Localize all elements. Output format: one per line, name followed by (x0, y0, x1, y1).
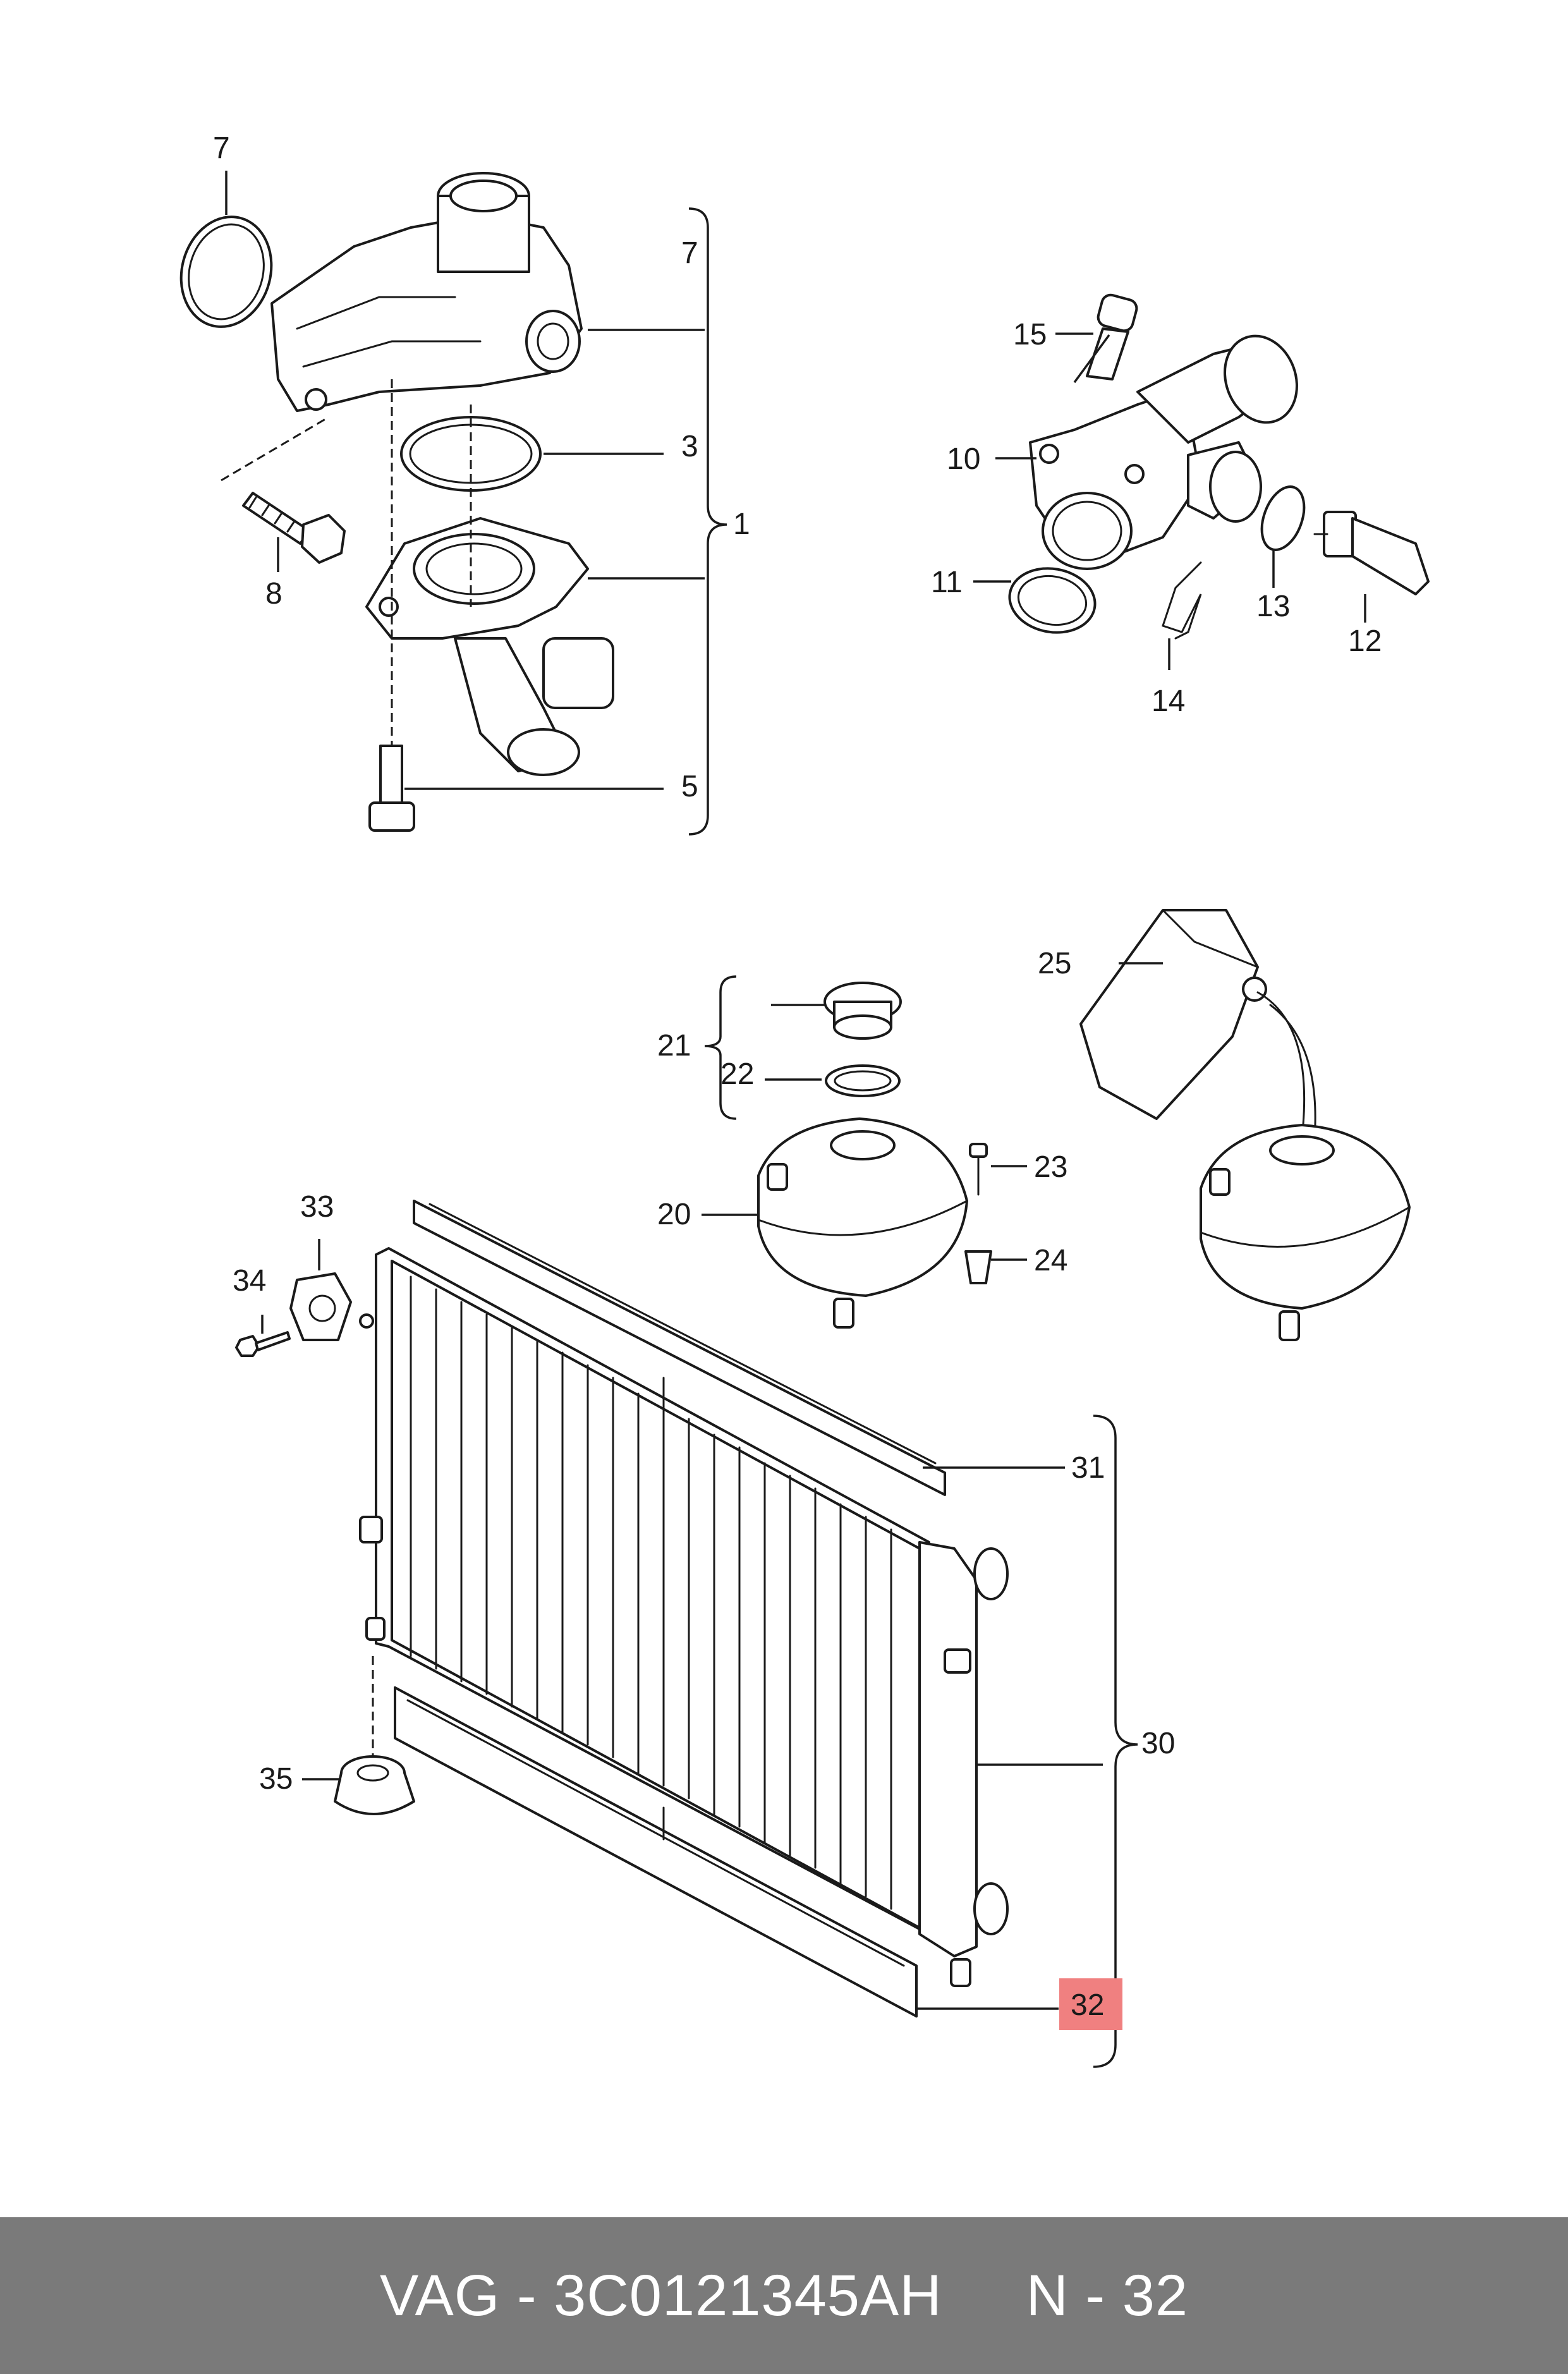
thermostat-housing-assembly (179, 171, 727, 836)
callout-15: 15 (1013, 318, 1047, 351)
bracket-33 (289, 1272, 374, 1341)
screw-23 (969, 1143, 988, 1196)
clip-24 (964, 1250, 992, 1284)
callout-1: 1 (733, 508, 750, 541)
cap-21 (824, 982, 902, 1040)
tank-20 (757, 1117, 968, 1329)
footer-part-number: 3C0121345AH (554, 2263, 942, 2328)
screw-34 (235, 1331, 291, 1357)
footer-gap-3 (1105, 2263, 1122, 2329)
callout-34: 34 (233, 1264, 266, 1298)
callout-24: 24 (1034, 1244, 1067, 1277)
bolt-8 (242, 492, 346, 564)
footer-dash-2: - (1085, 2263, 1106, 2328)
parts-diagram: 7 7 3 1 8 5 15 10 11 14 13 12 25 21 22 2… (179, 131, 1430, 2068)
footer-position-label: N (1026, 2263, 1069, 2328)
callout-33: 33 (300, 1190, 334, 1224)
footer-spacer (942, 2263, 1026, 2329)
callout-35: 35 (259, 1762, 293, 1796)
callout-11: 11 (931, 566, 963, 599)
callout-10: 10 (947, 442, 980, 476)
callout-5: 5 (681, 770, 698, 803)
callout-8: 8 (265, 577, 283, 611)
callout-14: 14 (1152, 685, 1185, 718)
footer-dash: - (516, 2263, 537, 2328)
bolt-5 (368, 745, 415, 832)
housing-upper-7 (270, 172, 583, 412)
o-ring-7 (179, 216, 273, 328)
o-ring-13 (1260, 485, 1306, 551)
sensor-12 (1313, 511, 1430, 595)
callout-12: 12 (1348, 624, 1382, 658)
clip-14 (1162, 561, 1202, 640)
housing-lower (365, 517, 614, 776)
footer-gap (537, 2263, 554, 2329)
expansion-tank-assembly (702, 909, 1411, 1341)
footer-separator (500, 2263, 517, 2329)
callout-22: 22 (720, 1057, 754, 1091)
callout-32-highlight (1059, 1978, 1122, 2030)
seal-22 (825, 1064, 901, 1097)
callout-30: 30 (1141, 1727, 1175, 1760)
footer-position-number: 32 (1122, 2263, 1189, 2328)
part-number-footer: VAG - 3C0121345AH N - 32 (0, 2217, 1568, 2374)
tank-filling-view (1200, 1124, 1411, 1341)
callout-23: 23 (1034, 1150, 1067, 1184)
footer-gap-2 (1069, 2263, 1086, 2329)
callout-13: 13 (1256, 590, 1290, 623)
callout-25: 25 (1038, 947, 1071, 980)
bolt-15 (1086, 293, 1138, 380)
seal-strip-31 (413, 1200, 946, 1496)
bottle-25 (1079, 909, 1316, 1139)
coolant-flange-assembly (973, 293, 1430, 670)
callout-3: 3 (681, 430, 698, 463)
callout-7-oring: 7 (213, 131, 230, 165)
seal-strip-32 (394, 1686, 918, 2018)
radiator-assembly (235, 1200, 1138, 2068)
callout-20: 20 (657, 1198, 691, 1231)
callout-21: 21 (657, 1029, 691, 1062)
rubber-mount-35 (334, 1755, 415, 1815)
callout-7-housing: 7 (681, 236, 698, 270)
radiator-core (359, 1247, 1009, 1987)
callout-32: 32 (1071, 1988, 1104, 2022)
callout-labels: 7 7 3 1 8 5 15 10 11 14 13 12 25 21 22 2… (213, 131, 1382, 2030)
callout-31: 31 (1071, 1451, 1105, 1485)
footer-brand: VAG (379, 2263, 501, 2328)
flange-10 (1029, 334, 1298, 570)
